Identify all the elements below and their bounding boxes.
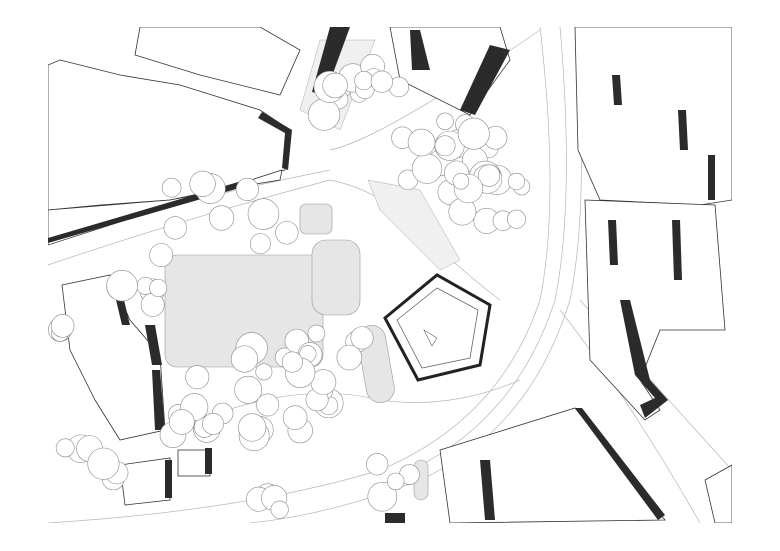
tree [230, 345, 259, 373]
tree [507, 172, 526, 191]
tree [370, 70, 393, 93]
tree [282, 405, 308, 430]
tree [386, 472, 405, 491]
tree [202, 412, 225, 435]
tree [506, 209, 526, 229]
buildings [48, 27, 732, 523]
tree [281, 351, 303, 373]
tree [235, 177, 259, 201]
running-track [311, 239, 361, 316]
tree [256, 393, 280, 417]
tree [367, 481, 398, 512]
tree [452, 172, 470, 190]
tree [55, 438, 75, 458]
tree [436, 112, 454, 130]
tree [234, 375, 263, 404]
tree [161, 177, 182, 198]
tree [336, 344, 363, 371]
tree [249, 233, 271, 255]
tree [366, 453, 389, 476]
tree [106, 270, 138, 302]
tree [189, 170, 216, 197]
tree [477, 164, 501, 187]
tree [255, 363, 273, 381]
tree [87, 447, 120, 480]
trees [48, 54, 531, 519]
tree [50, 314, 75, 338]
tree [407, 128, 436, 157]
court [299, 203, 333, 235]
tree [163, 216, 187, 240]
tree [354, 70, 374, 91]
tree [185, 365, 210, 390]
tree [149, 243, 174, 268]
tree [208, 205, 235, 231]
tree [270, 500, 289, 519]
tree [307, 324, 326, 343]
tree [275, 221, 299, 245]
tree [149, 278, 168, 297]
tree [140, 292, 165, 317]
tree [322, 72, 348, 99]
tree [168, 409, 195, 435]
tree [434, 135, 456, 157]
tree [247, 198, 280, 230]
tree [457, 117, 490, 150]
tree [307, 98, 341, 131]
central-building [383, 273, 492, 382]
tree [350, 326, 374, 350]
tree [411, 153, 443, 184]
tree [238, 413, 267, 442]
